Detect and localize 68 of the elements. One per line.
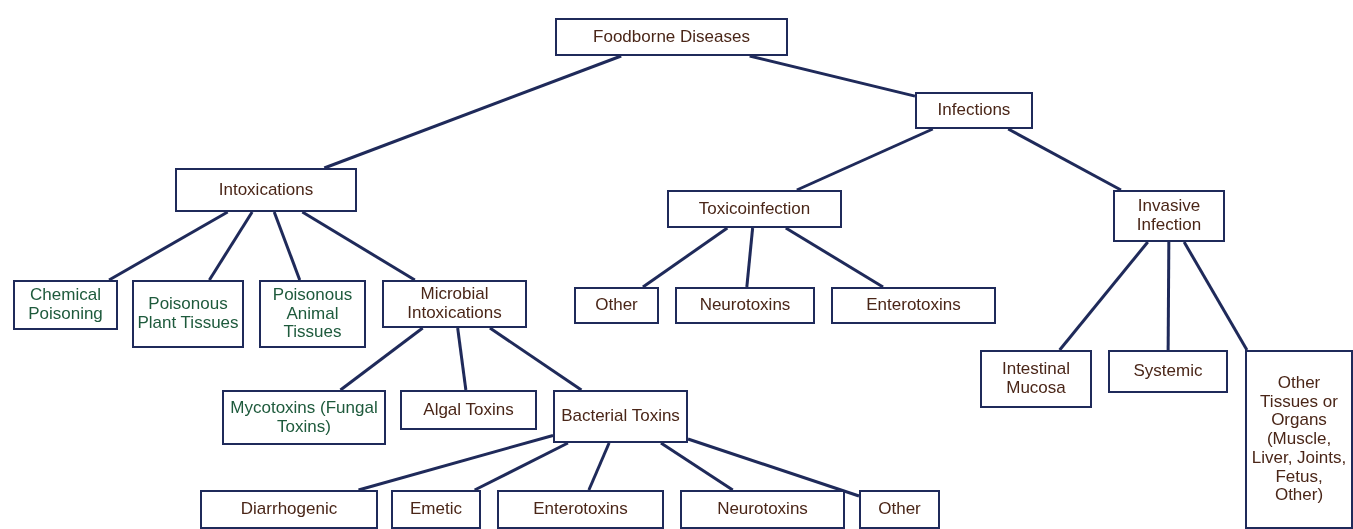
category-box: [382, 280, 527, 328]
node-label: Other: [595, 296, 638, 315]
category-box: [1245, 350, 1353, 529]
connector-line: [208, 211, 254, 281]
connector-line: [587, 442, 611, 491]
category-box: [259, 280, 366, 348]
connector-line: [474, 441, 569, 492]
connector-line: [301, 210, 416, 282]
connector-line: [108, 210, 229, 282]
node-label: Other Tissues or Organs (Muscle, Liver, Joints, Fetus, Other): [1250, 374, 1348, 505]
category-box: [200, 490, 378, 529]
node-label: Emetic: [410, 500, 462, 519]
connector-line: [272, 211, 302, 281]
connector-line: [1007, 127, 1122, 192]
category-box: [859, 490, 940, 529]
node-label: Systemic: [1133, 362, 1203, 381]
node-label: Infections: [937, 101, 1011, 120]
node-label: Intoxications: [218, 180, 314, 200]
node-label: Foodborne Diseases: [593, 27, 750, 47]
category-box: [1108, 350, 1228, 393]
node-label: Other: [878, 500, 921, 519]
category-box: [497, 490, 664, 529]
category-box: [553, 390, 688, 443]
connector-line: [642, 226, 729, 289]
connector-line: [339, 326, 424, 392]
connector-line: [745, 227, 755, 288]
category-box: [13, 280, 118, 330]
node-label: Mycotoxins (Fungal Toxins): [229, 398, 379, 437]
node-label: Toxicoinfection: [698, 199, 811, 219]
node-label: Enterotoxins: [866, 296, 961, 315]
node-label: Bacterial Toxins: [561, 407, 680, 426]
node-label: Poisonous Animal Tissues: [271, 285, 354, 343]
connector-line: [1166, 242, 1171, 350]
connector-line: [456, 327, 468, 391]
category-box: [980, 350, 1092, 408]
node-label: Enterotoxins: [533, 500, 628, 519]
connector-line: [796, 127, 934, 192]
category-box: [831, 287, 996, 324]
category-box: [680, 490, 845, 529]
category-box: [1113, 190, 1225, 242]
connector-line: [358, 434, 554, 492]
category-box: [132, 280, 244, 348]
category-box: [175, 168, 357, 212]
node-label: Chemical Poisoning: [27, 286, 104, 324]
node-label: Intestinal Mucosa: [1000, 360, 1071, 398]
connector-line: [489, 326, 583, 392]
category-box: [555, 18, 788, 56]
category-box: [222, 390, 386, 445]
node-label: Neurotoxins: [717, 500, 808, 519]
node-label: Poisonous Plant Tissues: [137, 295, 239, 333]
node-label: Algal Toxins: [423, 400, 514, 420]
connector-line: [785, 226, 884, 289]
node-label: Neurotoxins: [699, 296, 791, 315]
node-label: Diarrhogenic: [240, 500, 338, 519]
category-box: [667, 190, 842, 228]
connector-line: [687, 437, 860, 498]
category-box: [675, 287, 815, 324]
connector-line: [323, 54, 622, 170]
connector-line: [1058, 241, 1149, 351]
connector-line: [1182, 241, 1249, 351]
connector-line: [749, 54, 916, 98]
node-label: Invasive Infection: [1135, 197, 1203, 235]
category-box: [400, 390, 537, 430]
category-box: [391, 490, 481, 529]
connector-line: [660, 441, 734, 492]
category-box: [574, 287, 659, 324]
node-label: Microbial Intoxications: [406, 285, 503, 323]
category-box: [915, 92, 1033, 129]
